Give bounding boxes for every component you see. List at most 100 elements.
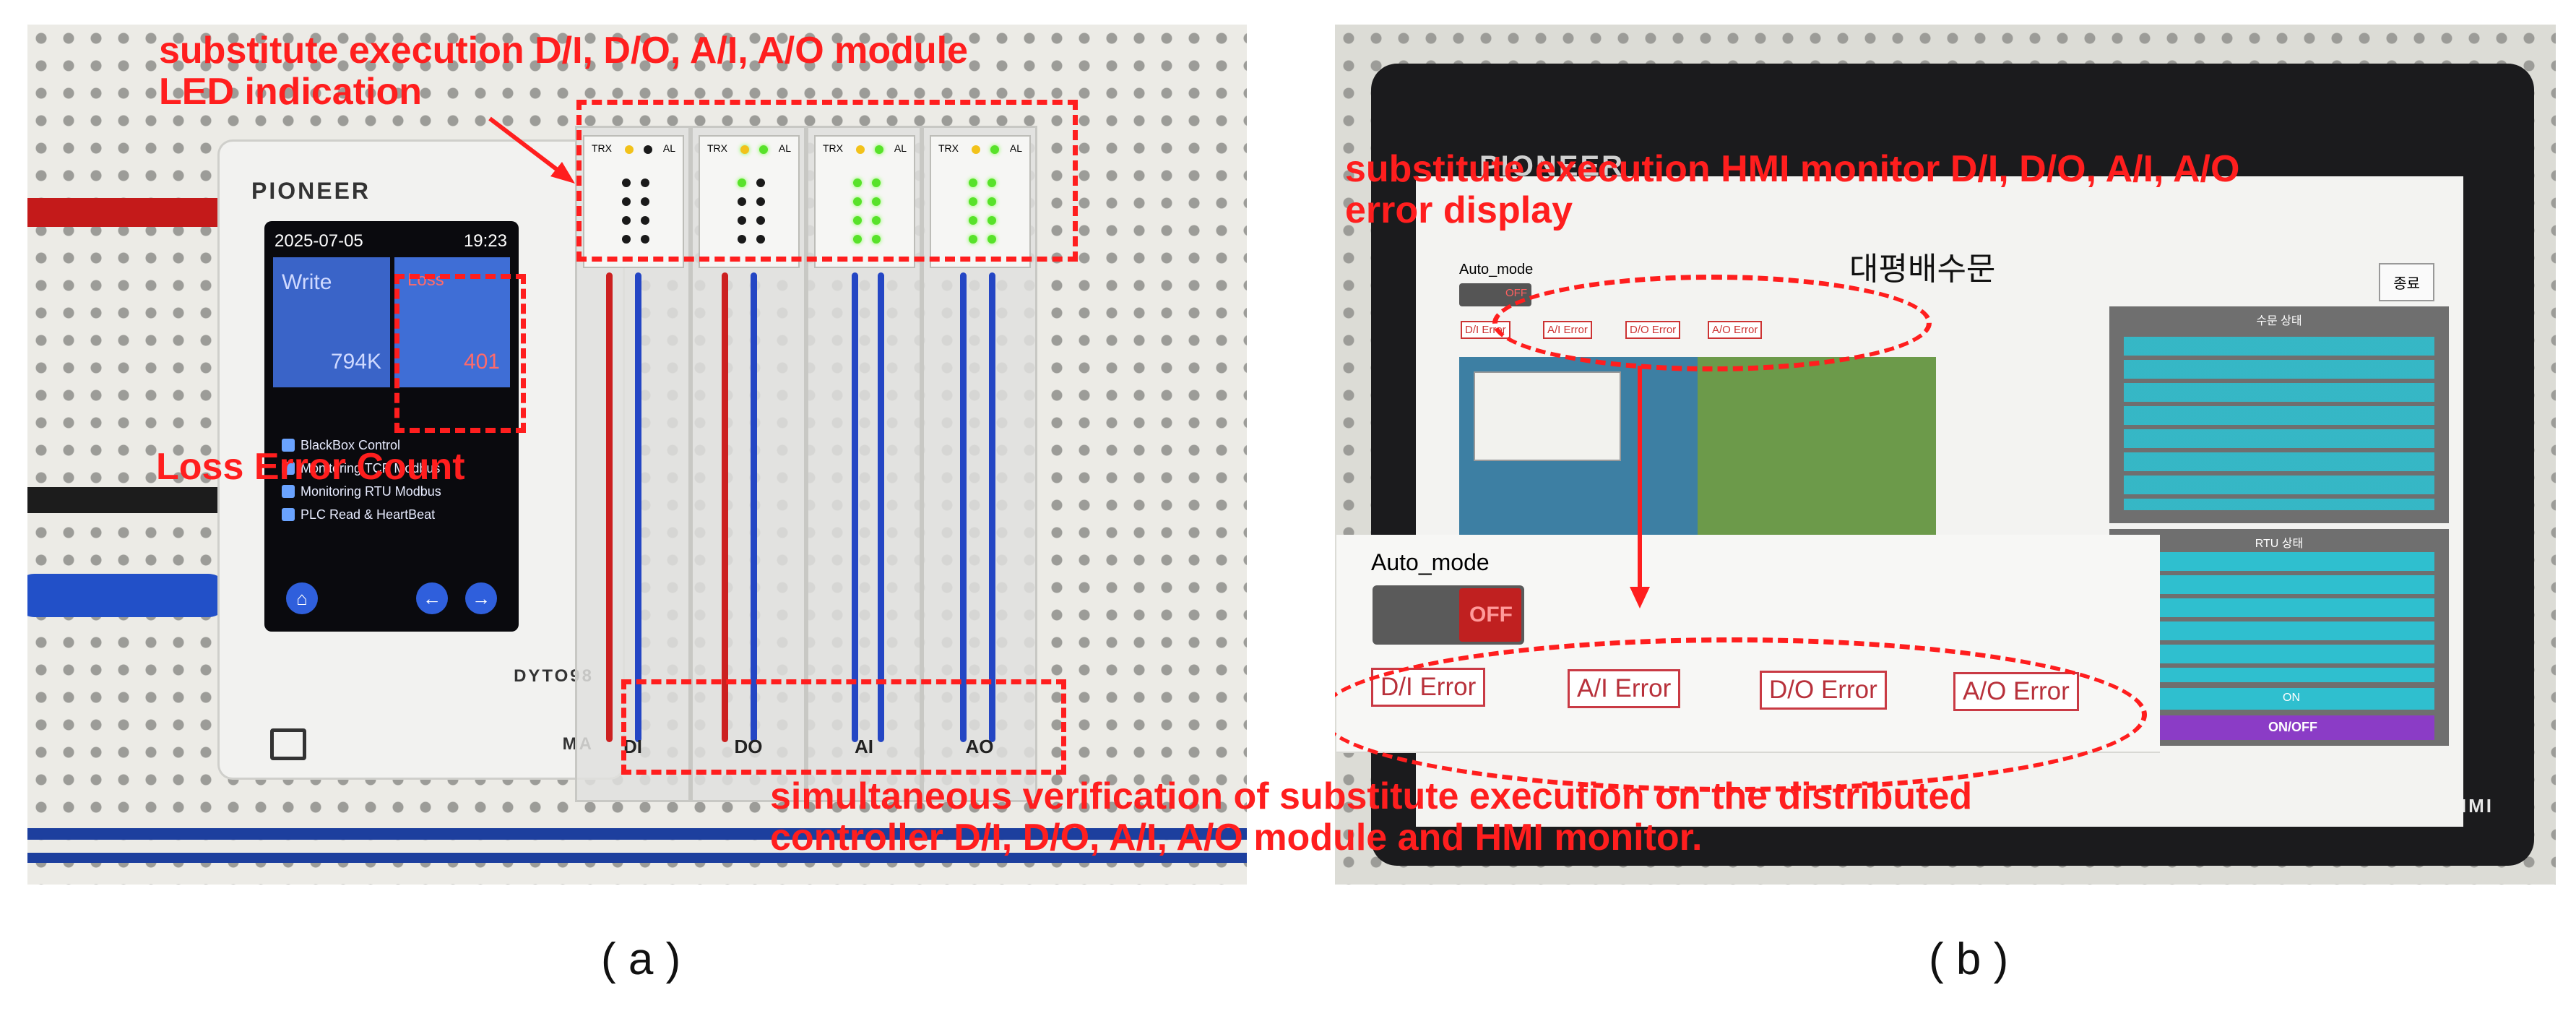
dashed-ellipse-zoom-errors bbox=[1335, 637, 2147, 792]
onoff-label: ON/OFF bbox=[2268, 720, 2317, 734]
io-led bbox=[987, 235, 996, 244]
check-plc-heartbeat[interactable]: PLC Read & HeartBeat bbox=[282, 507, 435, 522]
led-panel-ao: TRX AL bbox=[930, 135, 1031, 268]
zoom-toggle[interactable]: OFF bbox=[1373, 585, 1524, 645]
io-led bbox=[738, 178, 746, 187]
status-led bbox=[625, 145, 634, 154]
io-led bbox=[853, 197, 862, 206]
io-led bbox=[756, 178, 765, 187]
blue-wire bbox=[878, 272, 884, 742]
photo-panel-b: PIONEER DYTO98-HMI 대평배수문 종료 Auto_mode OF… bbox=[1335, 25, 2556, 885]
gate-status-title: 수문 상태 bbox=[2256, 315, 2302, 327]
io-led bbox=[641, 178, 649, 187]
io-led bbox=[872, 197, 881, 206]
on-label: ON bbox=[2283, 692, 2300, 704]
device-brand: PIONEER bbox=[251, 178, 371, 204]
arrow-right-icon[interactable]: → bbox=[465, 582, 497, 614]
io-led bbox=[969, 178, 977, 187]
al-label: AL bbox=[662, 142, 675, 154]
io-led bbox=[987, 197, 996, 206]
loss-tile[interactable]: Loss 401 bbox=[394, 257, 510, 387]
device-logo-icon bbox=[270, 728, 306, 760]
black-cable bbox=[27, 487, 244, 513]
dashed-ellipse-small-errors bbox=[1492, 275, 1932, 371]
dashed-box-led bbox=[576, 100, 1078, 262]
blue-wire bbox=[960, 272, 967, 742]
trx-label: TRX bbox=[707, 142, 727, 154]
io-led bbox=[969, 197, 977, 206]
check-rtu-modbus[interactable]: Monitoring RTU Modbus bbox=[282, 484, 441, 499]
io-led bbox=[738, 197, 746, 206]
home-icon[interactable]: ⌂ bbox=[286, 582, 318, 614]
status-led bbox=[856, 145, 865, 154]
io-led bbox=[756, 235, 765, 244]
onoff-bar[interactable]: ON/OFF bbox=[2160, 715, 2434, 740]
led-panel-do: TRX AL bbox=[699, 135, 800, 268]
status-led bbox=[759, 145, 768, 154]
trx-label: TRX bbox=[823, 142, 843, 154]
check-blackbox[interactable]: BlackBox Control bbox=[282, 438, 400, 453]
io-led bbox=[853, 235, 862, 244]
io-led bbox=[969, 235, 977, 244]
trx-label: TRX bbox=[938, 142, 959, 154]
io-led bbox=[622, 235, 631, 244]
red-wire bbox=[722, 272, 728, 742]
status-led bbox=[644, 145, 652, 154]
annotation-module-led: substitute execution D/I, D/O, A/I, A/O … bbox=[159, 30, 969, 113]
red-cable bbox=[27, 198, 244, 227]
io-led bbox=[641, 235, 649, 244]
io-led bbox=[987, 216, 996, 225]
io-led bbox=[872, 235, 881, 244]
io-led bbox=[872, 178, 881, 187]
module-label-ai: AI bbox=[855, 736, 873, 757]
blue-wire bbox=[635, 272, 641, 742]
photo-panel-a: PIONEER 2025-07-05 19:23 Write 794K Loss… bbox=[27, 25, 1247, 885]
gate-status-cells bbox=[2124, 337, 2434, 510]
zoom-toggle-knob: OFF bbox=[1459, 588, 1521, 642]
io-led bbox=[622, 197, 631, 206]
arrow-to-led-icon bbox=[488, 116, 575, 184]
module-label-ao: AO bbox=[965, 736, 994, 757]
zoom-auto-mode-label: Auto_mode bbox=[1371, 549, 1490, 575]
io-led bbox=[641, 216, 649, 225]
on-bar: ON bbox=[2160, 688, 2434, 710]
screen-date: 2025-07-05 bbox=[275, 231, 363, 251]
loss-value: 401 bbox=[463, 350, 500, 374]
module-label-do: DO bbox=[734, 736, 763, 757]
controller-device: PIONEER 2025-07-05 19:23 Write 794K Loss… bbox=[220, 142, 623, 778]
write-tile[interactable]: Write 794K bbox=[273, 257, 390, 387]
rtu-status-title: RTU 상태 bbox=[2255, 538, 2304, 550]
device-touchscreen: 2025-07-05 19:23 Write 794K Loss 401 Bla… bbox=[264, 221, 519, 632]
annotation-simultaneous-verification: simultaneous verification of substitute … bbox=[770, 775, 1973, 859]
blue-cable-bottom-2 bbox=[27, 853, 1247, 863]
al-label: AL bbox=[1009, 142, 1022, 154]
status-led bbox=[875, 145, 883, 154]
io-led bbox=[853, 178, 862, 187]
blue-ethernet-cable bbox=[27, 574, 230, 617]
io-led bbox=[738, 235, 746, 244]
module-di: TRX AL DI bbox=[575, 126, 691, 802]
arrow-zoom-icon bbox=[1630, 366, 1650, 608]
al-label: AL bbox=[778, 142, 791, 154]
zoom-toggle-label: OFF bbox=[1469, 603, 1513, 627]
blue-cable-bottom bbox=[27, 828, 1247, 840]
check-tcp-modbus[interactable]: Monitoring TCP Modbus bbox=[282, 461, 440, 476]
led-panel-di: TRX AL bbox=[583, 135, 684, 268]
module-ai: TRX AL AI bbox=[806, 126, 922, 802]
al-label: AL bbox=[894, 142, 907, 154]
arrow-left-icon[interactable]: ← bbox=[416, 582, 448, 614]
io-led bbox=[853, 216, 862, 225]
blue-wire bbox=[751, 272, 757, 742]
io-led bbox=[969, 216, 977, 225]
io-led bbox=[622, 216, 631, 225]
write-label: Write bbox=[282, 270, 332, 294]
screen-time: 19:23 bbox=[463, 231, 507, 251]
module-label-di: DI bbox=[623, 736, 642, 757]
caption-a: ( a ) bbox=[601, 934, 681, 984]
small-auto-mode-label: Auto_mode bbox=[1459, 262, 1534, 278]
dashed-box-loss-tile bbox=[394, 274, 526, 433]
io-led bbox=[756, 197, 765, 206]
loss-label: Loss bbox=[407, 270, 444, 290]
exit-button[interactable]: 종료 bbox=[2379, 263, 2434, 301]
status-led bbox=[740, 145, 749, 154]
